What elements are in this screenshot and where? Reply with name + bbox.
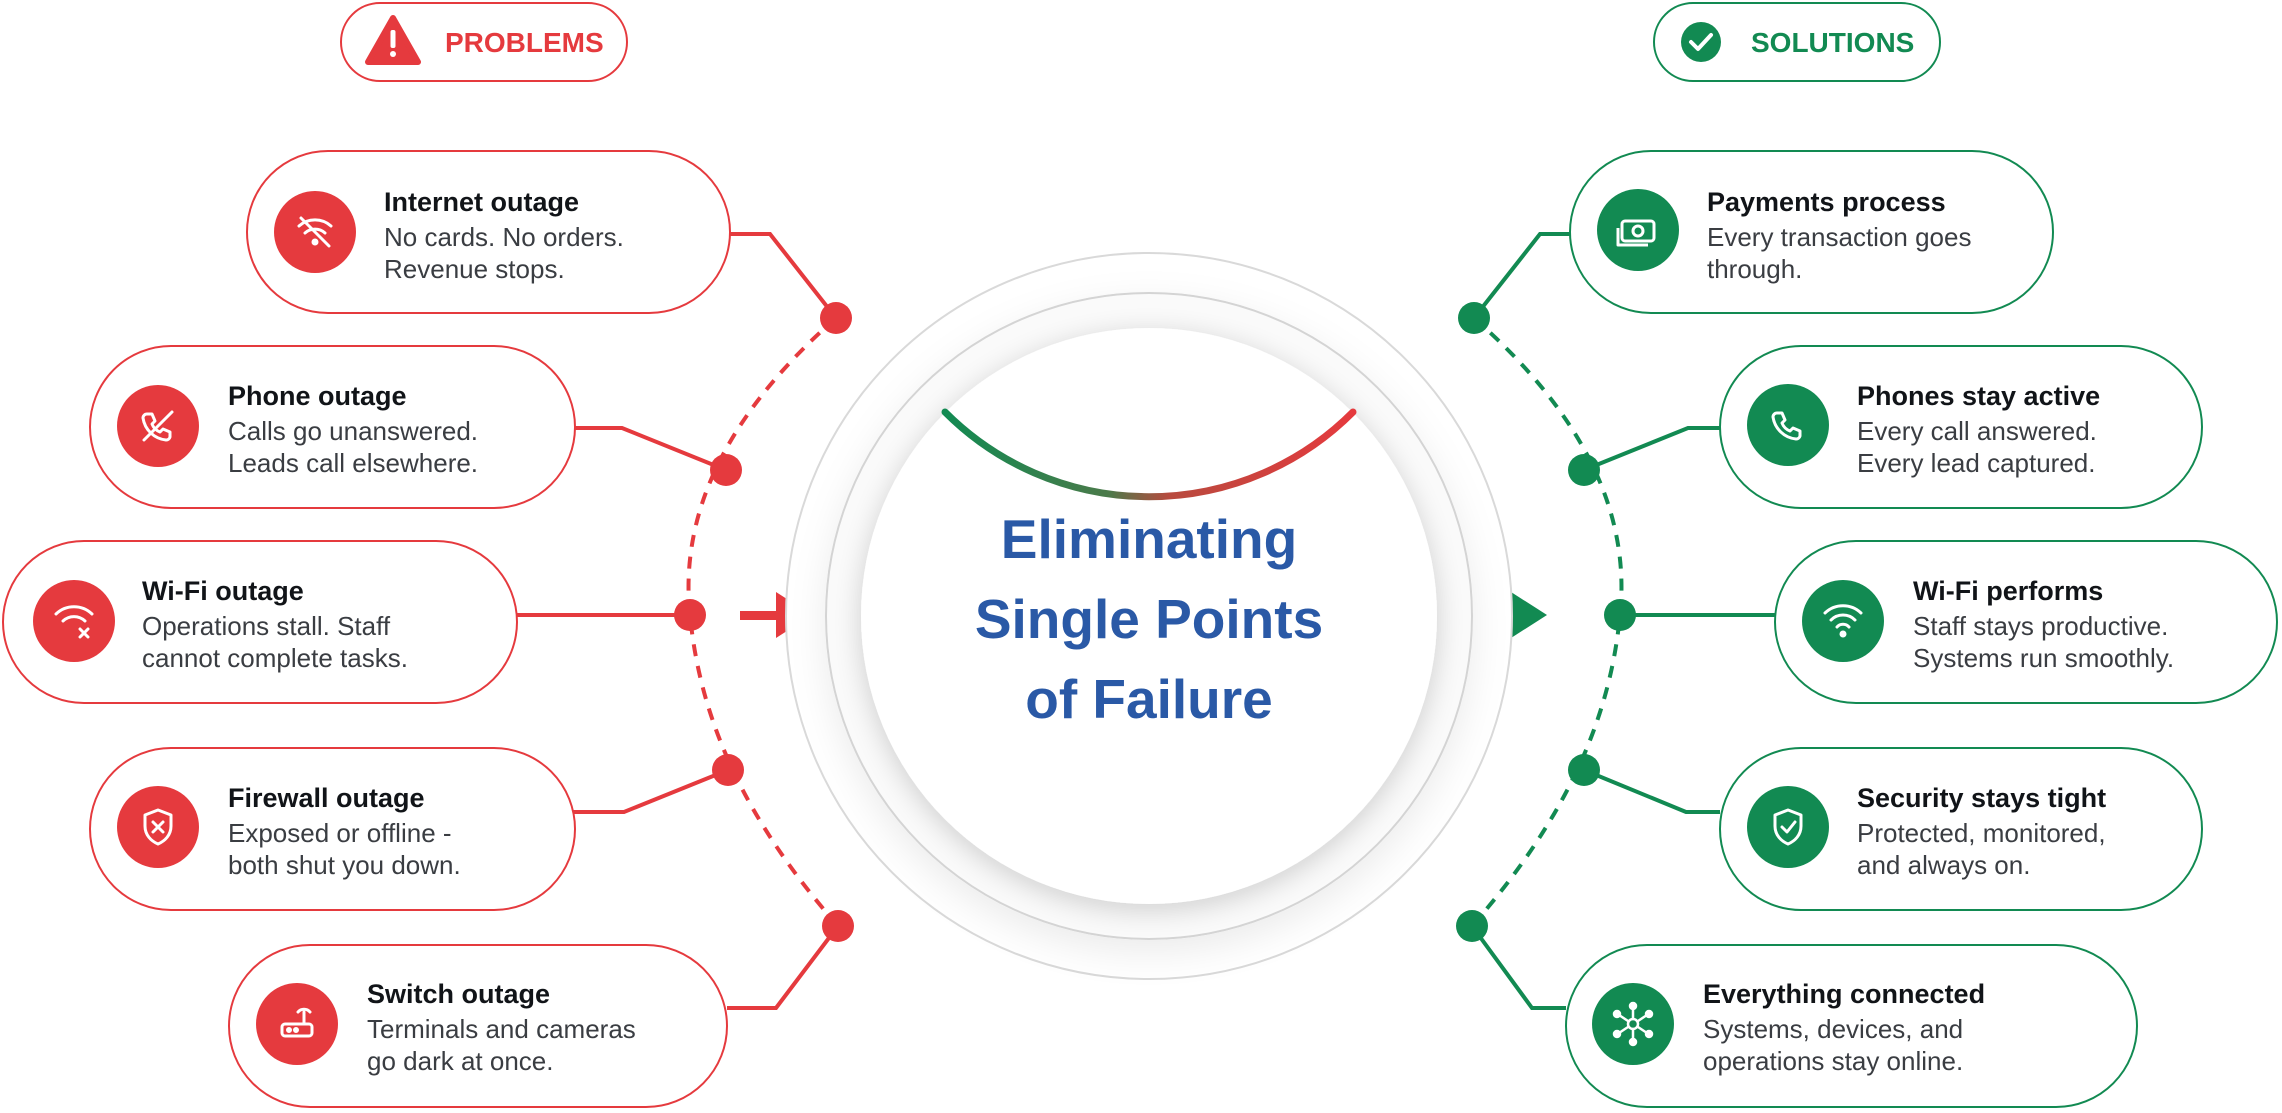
center-title-line-3: of Failure [1025,668,1273,730]
solution-card-payments: Payments process Every transaction goes … [1569,150,2054,314]
problem-line: No cards. No orders. [384,222,624,252]
problem-line: Operations stall. Staff [142,611,391,641]
solution-title: Security stays tight [1857,783,2106,813]
solution-line: Staff stays productive. [1913,611,2168,641]
problem-connectors [517,232,840,1010]
solutions-header-label: SOLUTIONS [1751,27,1914,58]
phone-off-icon [141,410,174,442]
solution-title: Phones stay active [1857,381,2100,411]
problem-line: Terminals and cameras [367,1014,636,1044]
problem-line: Exposed or offline - [228,818,452,848]
solution-line: Systems run smoothly. [1913,643,2174,673]
solution-line: Systems, devices, and [1703,1014,1963,1044]
solution-line: Every lead captured. [1857,448,2095,478]
solution-line: Every transaction goes [1707,222,1971,252]
problem-card-switch: Switch outage Terminals and cameras go d… [228,944,728,1108]
solution-title: Wi-Fi performs [1913,576,2103,606]
problem-title: Switch outage [367,979,550,1009]
solution-line: and always on. [1857,850,2030,880]
solution-title: Payments process [1707,187,1946,217]
problem-line: Revenue stops. [384,254,565,284]
problem-card-phone: Phone outage Calls go unanswered. Leads … [89,345,576,509]
wifi-off-icon [54,605,94,639]
solution-card-wifi: Wi-Fi performs Staff stays productive. S… [1774,540,2278,704]
solution-line: Protected, monitored, [1857,818,2106,848]
solution-card-phones: Phones stay active Every call answered. … [1719,345,2203,509]
check-circle-icon [1681,22,1721,62]
solution-dots [1456,302,1636,942]
center-title-line-1: Eliminating [1001,508,1297,570]
warning-triangle-icon [365,15,421,65]
network-icon [1612,1001,1654,1047]
problem-card-firewall: Firewall outage Exposed or offline - bot… [89,747,576,911]
shield-x-icon [143,808,173,846]
solution-connectors [1470,232,1775,1010]
problem-line: cannot complete tasks. [142,643,408,673]
center-hub: Eliminating Single Points of Failure [785,252,1513,980]
solution-title: Everything connected [1703,979,1985,1009]
solution-card-security: Security stays tight Protected, monitore… [1719,747,2203,911]
problem-title: Internet outage [384,187,579,217]
wifi-icon [1823,604,1863,638]
problem-card-internet: Internet outage No cards. No orders. Rev… [246,150,731,314]
problems-header-label: PROBLEMS [445,27,604,58]
solution-line: Every call answered. [1857,416,2097,446]
money-icon [1616,219,1656,247]
problem-title: Wi-Fi outage [142,576,304,606]
shield-check-icon [1773,808,1803,846]
problem-title: Phone outage [228,381,407,411]
solution-line: through. [1707,254,1802,284]
problem-line: Leads call elsewhere. [228,448,478,478]
problem-line: go dark at once. [367,1046,553,1076]
center-title-line-2: Single Points [975,588,1323,650]
solution-line: operations stay online. [1703,1046,1963,1076]
phone-icon [1771,411,1802,441]
problem-card-wifi: Wi-Fi outage Operations stall. Staff can… [2,540,518,704]
solution-card-connected: Everything connected Systems, devices, a… [1565,944,2138,1108]
no-internet-icon [297,216,333,248]
router-icon [280,1007,314,1038]
problems-header: PROBLEMS [340,2,628,82]
progress-ring-arc [941,408,1357,501]
problem-dots [674,302,854,942]
solutions-header: SOLUTIONS [1653,2,1941,82]
problem-line: Calls go unanswered. [228,416,478,446]
problem-title: Firewall outage [228,783,425,813]
problem-line: both shut you down. [228,850,461,880]
